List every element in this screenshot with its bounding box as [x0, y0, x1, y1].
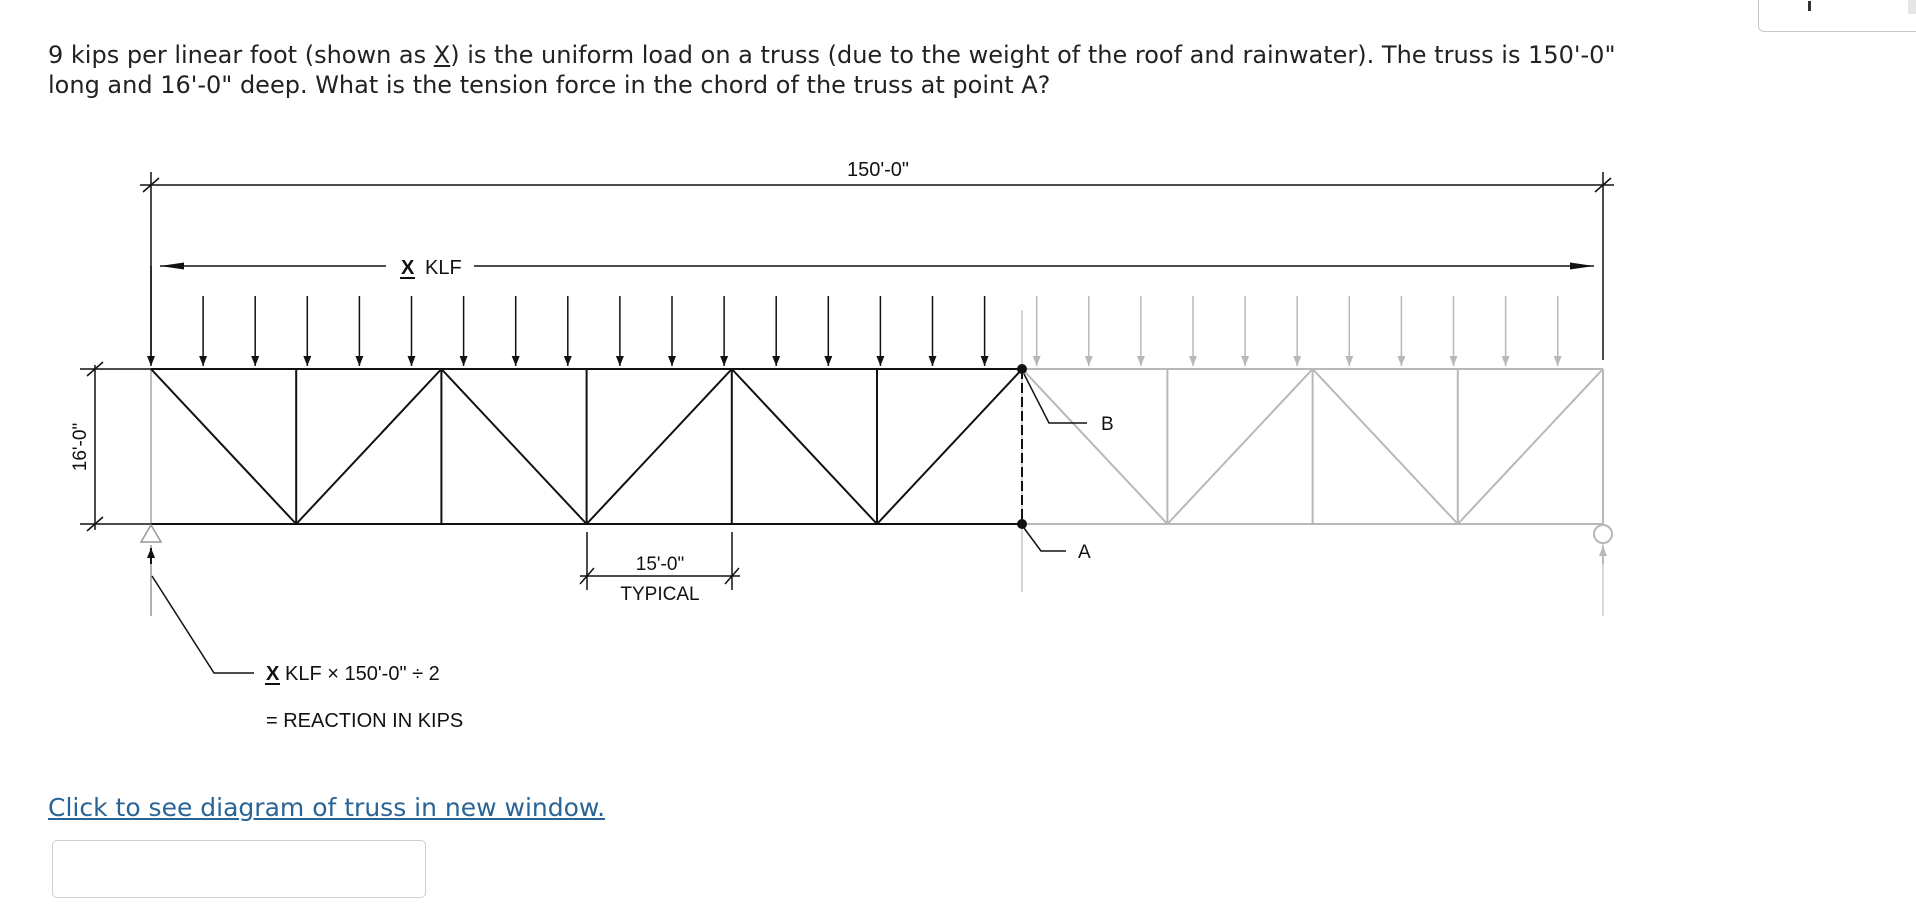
question-text: 9 kips per linear foot (shown as X) is t…: [48, 41, 1616, 99]
diagonal-member: [1166, 368, 1314, 525]
truss-left-half: [150, 368, 1023, 525]
page-edge-tab: [1908, 0, 1916, 14]
right-support: [1593, 524, 1613, 616]
diagonal-member: [440, 368, 588, 525]
diagonal-member: [876, 368, 1023, 525]
load-unit: KLF: [425, 257, 462, 279]
section-cut: [1017, 310, 1087, 592]
diagonal-member: [295, 368, 443, 525]
diagonal-member: [150, 368, 297, 525]
left-support: [139, 523, 163, 616]
truss-right-half-faded: [150, 368, 1604, 525]
point-b-node: [1017, 364, 1027, 374]
load-label: X KLF: [400, 257, 462, 279]
reaction-note: = REACTION IN KIPS: [266, 710, 463, 732]
depth-dimension: [80, 361, 151, 532]
x-symbol: X: [433, 41, 451, 69]
diagonal-member: [585, 368, 733, 525]
diagonal-member: [1311, 368, 1459, 525]
load-symbol: X: [401, 257, 415, 279]
span-label: 150'-0": [847, 159, 909, 181]
point-b-label: B: [1101, 414, 1114, 435]
depth-label: 16'-0": [70, 423, 91, 471]
load-arrows: [147, 266, 1562, 366]
open-diagram-link[interactable]: Click to see diagram of truss in new win…: [48, 793, 606, 822]
diagonal-member: [731, 368, 878, 525]
top-right-button[interactable]: [1758, 0, 1916, 32]
reaction-formula: KLF × 150'-0" ÷ 2: [285, 663, 440, 685]
point-a-node: [1017, 519, 1027, 529]
answer-input[interactable]: [52, 840, 426, 898]
point-a-label: A: [1078, 542, 1091, 563]
panel-label: 15'-0": [636, 554, 684, 575]
diagonal-member: [1021, 368, 1169, 525]
panel-note: TYPICAL: [620, 584, 699, 605]
panel-dimension: [579, 532, 740, 590]
reaction-symbol: X: [266, 663, 280, 685]
reaction-callout: X KLF × 150'-0" ÷ 2 = REACTION IN KIPS: [151, 575, 463, 732]
diagonal-member: [1457, 368, 1604, 525]
truncated-glyph: [1808, 1, 1811, 11]
